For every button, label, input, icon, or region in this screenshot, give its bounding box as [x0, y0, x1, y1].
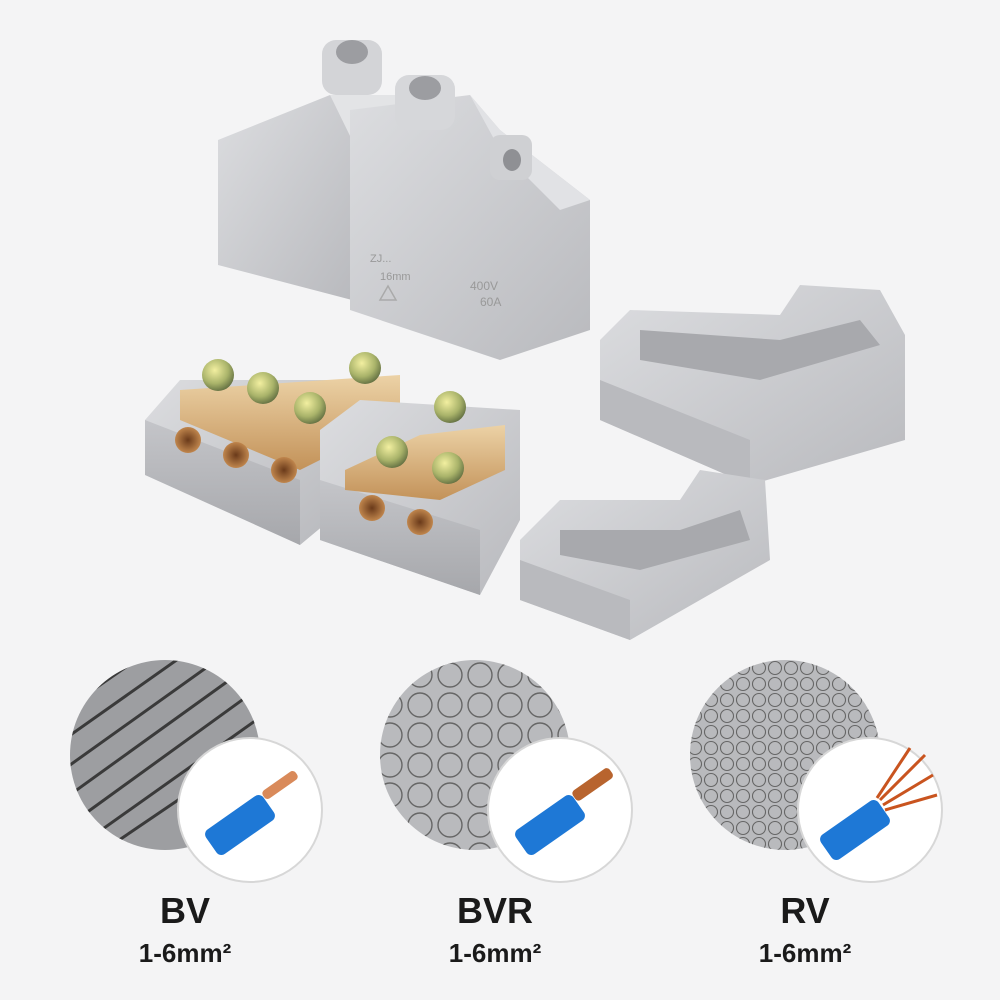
bvr-wire-photo: [515, 768, 613, 856]
cable-spec-bv: 1-6mm²: [138, 938, 232, 968]
label-model: ZJ...: [370, 253, 391, 265]
cable-spec-rv: 1-6mm²: [758, 938, 852, 968]
label-voltage: 400V: [470, 279, 498, 293]
cable-rv-panel: RV 1-6mm²: [655, 660, 955, 1000]
screw-group: [202, 352, 466, 484]
terminal-block-base: [145, 352, 520, 595]
cable-bvr-panel: BVR 1-6mm²: [345, 660, 645, 1000]
product-scene: ZJ... 400V 60A 16mm: [145, 40, 905, 640]
cable-name-bvr: BVR: [456, 890, 533, 931]
label-current: 60A: [480, 295, 501, 309]
cable-name-rv: RV: [780, 890, 830, 931]
rv-wire-photo: [820, 747, 938, 861]
assembled-connector: ZJ... 400V 60A 16mm: [218, 40, 590, 360]
cover-piece-large: [600, 285, 905, 485]
cable-bv-panel: BV 1-6mm²: [35, 660, 335, 1000]
cover-piece-small: [520, 470, 770, 640]
bv-wire-photo: [205, 771, 298, 856]
cable-spec-bvr: 1-6mm²: [448, 938, 542, 968]
bv-cross-section: [70, 660, 323, 883]
cable-name-bv: BV: [159, 890, 210, 931]
label-size: 16mm: [380, 271, 411, 283]
rv-cross-section: [690, 660, 943, 883]
bvr-cross-section: [380, 660, 633, 883]
warning-triangle-icon: [378, 284, 398, 301]
